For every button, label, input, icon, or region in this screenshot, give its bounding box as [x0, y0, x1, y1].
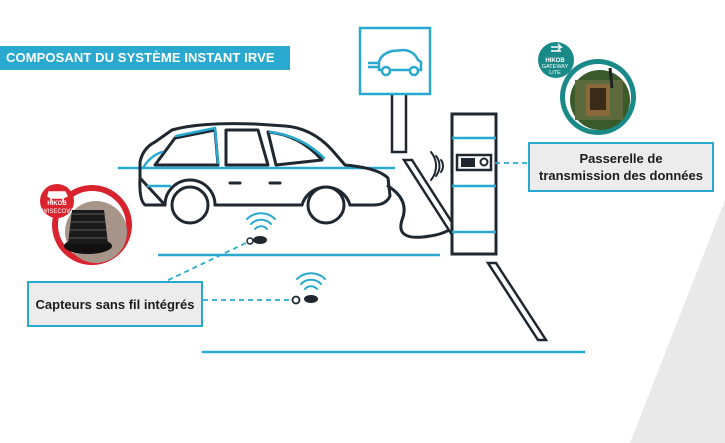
sensors-callout-label: Capteurs sans fil intégrés	[35, 296, 195, 312]
car-accents	[141, 126, 326, 188]
ev-parking-sign	[358, 26, 432, 154]
gateway-brand-label: HIKOB	[545, 58, 565, 64]
wifi-signal-icon	[430, 151, 444, 181]
sensor-under-car	[246, 212, 276, 245]
gateway-logo-icon	[551, 43, 563, 52]
car-outline	[138, 122, 392, 225]
diagram-title: COMPOSANT DU SYSTÈME INSTANT IRVE	[0, 46, 290, 70]
sensor-ground	[291, 272, 326, 305]
wisecow-name-label: WISECOW	[42, 209, 72, 215]
wisecow-brand-label: HIKOB	[47, 201, 67, 207]
gateway-callout-line2: transmission des données	[539, 168, 703, 183]
wifi-signal-icon	[246, 212, 276, 230]
sensors-callout: Capteurs sans fil intégrés	[27, 281, 203, 327]
wisecow-sensor-badge	[40, 184, 132, 265]
charging-station	[401, 112, 549, 342]
electric-car-icon	[368, 48, 423, 77]
gateway-callout: Passerelle de transmission des données	[528, 142, 714, 192]
gateway-callout-line1: Passerelle de	[579, 151, 663, 166]
ground-lines	[118, 166, 585, 354]
gateway-device-badge	[538, 42, 636, 135]
gateway-name-label: GATEWAY LITE	[541, 64, 569, 76]
background-shape	[630, 200, 725, 443]
cow-icon	[47, 191, 69, 202]
connector-lines	[159, 162, 528, 301]
wifi-signal-icon	[296, 272, 326, 290]
